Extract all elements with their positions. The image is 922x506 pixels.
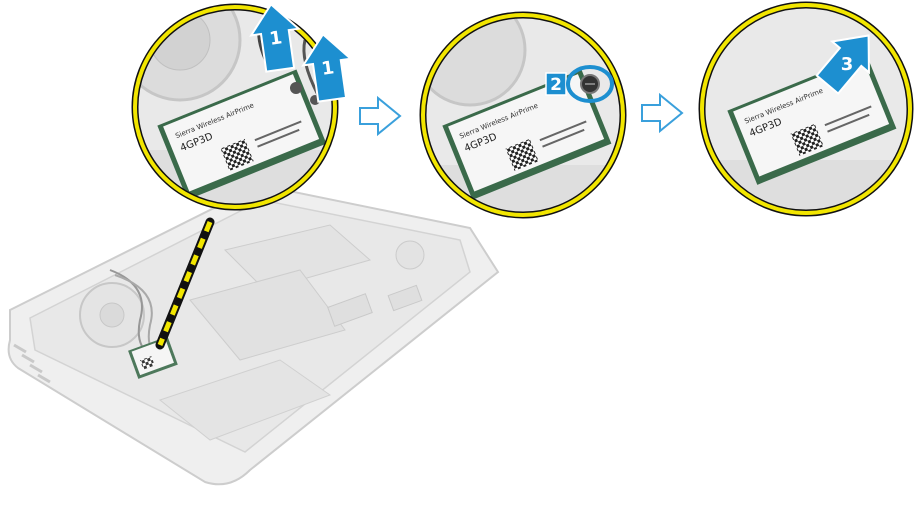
flow-arrow-2 <box>641 92 684 134</box>
zoom-circle-2: Sierra Wireless AirPrime 4GP3D <box>419 11 627 219</box>
step-1-label-a: 1 <box>268 27 283 50</box>
step-3-label: 3 <box>841 54 854 75</box>
step-2-label: 2 <box>550 75 562 95</box>
zoom-leader <box>155 217 215 350</box>
step-3-arrow <box>815 34 870 95</box>
laptop-base <box>7 183 500 486</box>
step-2-callout: 2 <box>545 65 614 103</box>
wwan-card-1: Sierra Wireless AirPrime 4GP3D <box>157 69 327 200</box>
flow-arrow-1 <box>359 95 402 137</box>
drive-bay <box>189 269 346 361</box>
wwan-card-3: Sierra Wireless AirPrime 4GP3D <box>727 54 897 185</box>
side-vents <box>13 343 51 384</box>
step-1-arrow-left: 1 <box>249 2 301 73</box>
step-1-label-b: 1 <box>320 57 335 80</box>
connector-slot <box>327 293 373 327</box>
wwan-card-small <box>128 336 178 379</box>
screw-highlight <box>566 65 614 103</box>
wwan-card-2: Sierra Wireless AirPrime 4GP3D <box>442 69 612 200</box>
memory-bay <box>224 224 372 291</box>
battery-bay <box>158 359 332 441</box>
step-1-arrow-right: 1 <box>301 32 353 103</box>
zoom-circle-3: Sierra Wireless AirPrime 4GP3D <box>698 1 914 217</box>
zoom-circle-1: Sierra Wireless AirPrime 4GP3D <box>131 3 339 211</box>
